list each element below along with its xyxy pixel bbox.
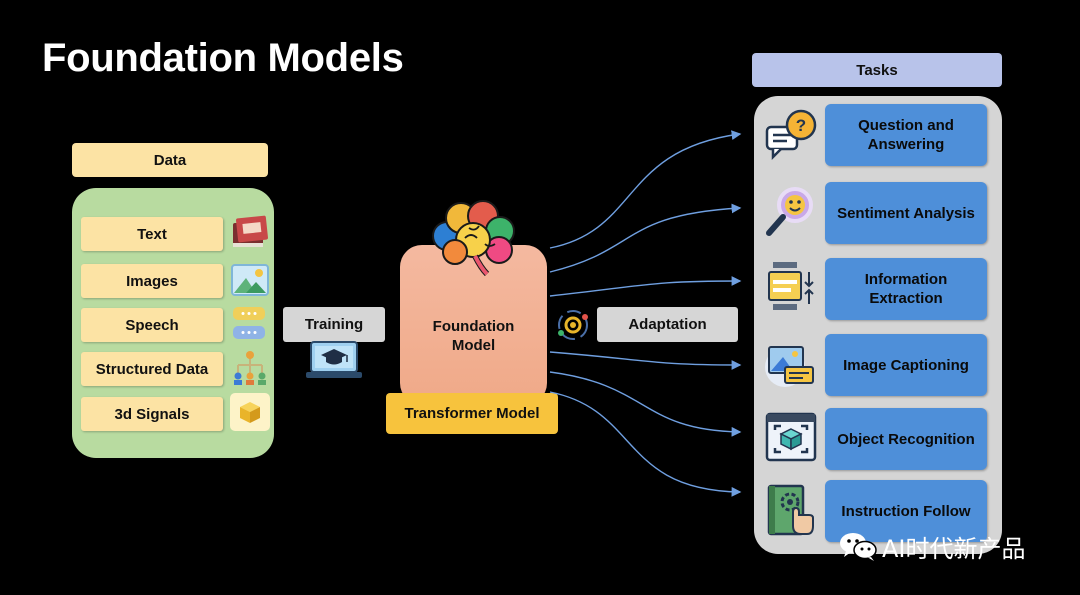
speech-bubbles-icon [229, 306, 271, 342]
cube-icon [229, 393, 271, 431]
tasks-header: Tasks [752, 53, 1002, 87]
adaptation-label: Adaptation [597, 307, 738, 342]
magnifier-smile-icon [763, 183, 819, 239]
foundation-model-label-line2: Model [451, 337, 496, 354]
page-title: Foundation Models [42, 36, 404, 80]
image-caption-icon [763, 337, 819, 393]
svg-text:?: ? [796, 116, 806, 135]
hierarchy-icon [229, 350, 271, 386]
foundation-model-box: Foundation Model [400, 245, 547, 405]
data-item-speech: Speech [81, 308, 223, 342]
task-label: Extraction [869, 290, 943, 307]
graduation-laptop-icon [305, 340, 363, 382]
task-label: Question and [858, 117, 954, 134]
task-label: Information [864, 271, 948, 288]
data-item-text: Text [81, 217, 223, 251]
foundation-model-label-line1: Foundation [432, 318, 515, 335]
task-image-captioning: Image Captioning [825, 334, 987, 396]
task-label: Instruction Follow [841, 502, 971, 520]
task-object-recognition: Object Recognition [825, 408, 987, 470]
watermark-text: AI时代新产品 [882, 534, 1026, 563]
watermark: AI时代新产品 [838, 528, 1026, 564]
training-label: Training [283, 307, 385, 342]
task-label: Object Recognition [837, 430, 975, 448]
task-label: Image Captioning [843, 356, 969, 374]
data-item-3d-signals: 3d Signals [81, 397, 223, 431]
data-header: Data [72, 143, 268, 177]
object-scan-icon [763, 410, 819, 466]
gear-cycle-icon [556, 308, 590, 342]
task-label: Answering [867, 136, 945, 153]
wechat-icon [840, 533, 877, 561]
book-gear-icon [763, 482, 819, 538]
task-label: Sentiment Analysis [837, 204, 975, 222]
transformer-model-label: Transformer Model [386, 393, 558, 434]
image-icon [229, 262, 271, 298]
tasks-panel [754, 96, 1002, 554]
task-instruction-follow: Instruction Follow [825, 480, 987, 542]
brain-icon [425, 198, 521, 280]
filter-folder-icon [763, 258, 819, 314]
books-icon [229, 214, 271, 250]
task-sentiment-analysis: Sentiment Analysis [825, 182, 987, 244]
data-item-images: Images [81, 264, 223, 298]
data-item-structured-data: Structured Data [81, 352, 223, 386]
question-chat-icon: ? [763, 107, 819, 163]
